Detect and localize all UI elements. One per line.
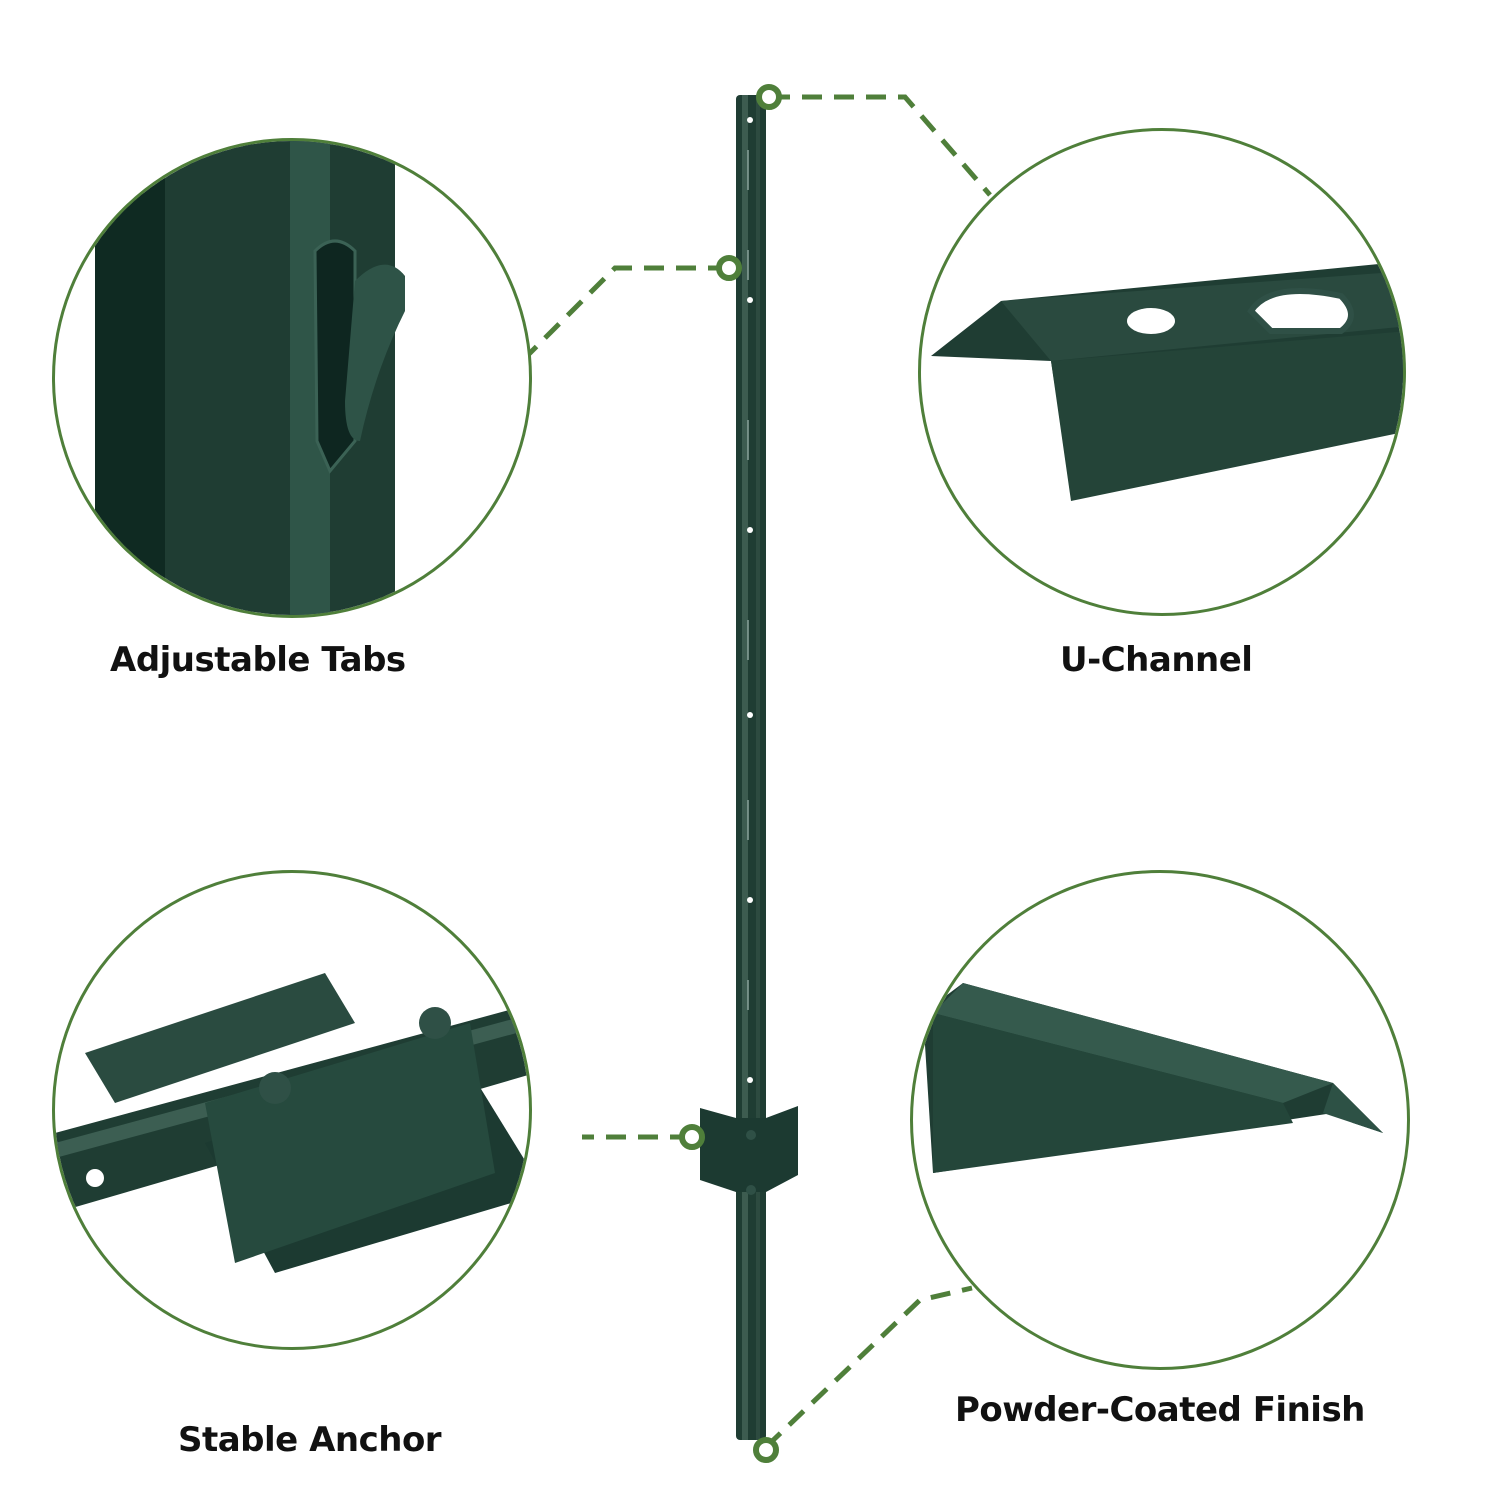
connector-lines [526, 94, 992, 1449]
detail-circle-stable-anchor [52, 870, 532, 1350]
finish-closeup-image [923, 983, 1383, 1173]
label-stable-anchor: Stable Anchor [178, 1420, 442, 1460]
label-powder-coated-finish: Powder-Coated Finish [955, 1390, 1365, 1430]
label-u-channel: U-Channel [1060, 640, 1253, 680]
u-channel-closeup-image [931, 261, 1403, 501]
fence-post [700, 95, 798, 1440]
detail-circle-u-channel [918, 128, 1406, 616]
anchor-closeup-image [55, 973, 529, 1273]
detail-circle-powder-coated-finish [910, 870, 1410, 1370]
connector-dots [679, 84, 782, 1463]
detail-circle-adjustable-tabs [52, 138, 532, 618]
tab-closeup-image [95, 141, 405, 615]
label-adjustable-tabs: Adjustable Tabs [110, 640, 406, 680]
